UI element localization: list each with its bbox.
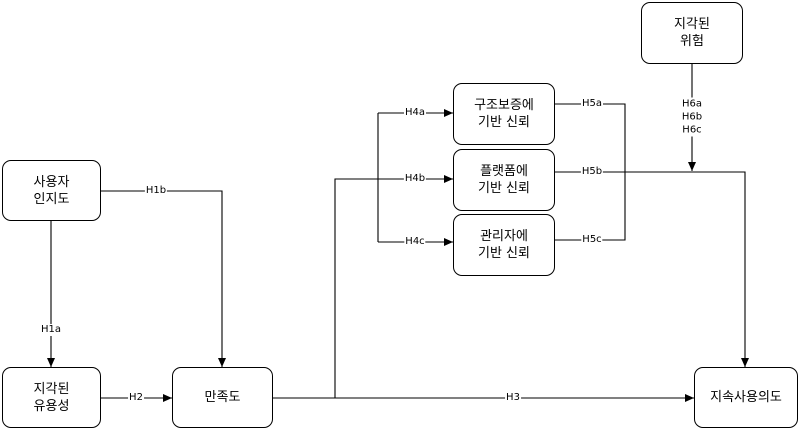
edge-label-h4a: H4a (403, 107, 427, 119)
node-trust-platform-label: 플랫폼에 기반 신뢰 (478, 164, 530, 196)
node-perceived-risk: 지각된 위험 (641, 2, 743, 64)
node-trust-structural-assurance-label: 구조보증에 기반 신뢰 (474, 98, 534, 130)
node-continued-use-intention-label: 지속사용의도 (710, 390, 782, 405)
node-trust-manager-label: 관리자에 기반 신뢰 (478, 229, 530, 261)
edge-h5a (555, 103, 626, 172)
edge-label-h3: H3 (505, 392, 521, 404)
edge-h5b (555, 171, 749, 367)
edge-h4-trunk (334, 178, 378, 398)
node-perceived-usefulness: 지각된 유용성 (2, 367, 101, 428)
node-trust-structural-assurance: 구조보증에 기반 신뢰 (453, 83, 555, 145)
node-user-awareness: 사용자 인지도 (2, 160, 101, 221)
edge-label-h2: H2 (128, 392, 144, 404)
edge-label-h6: H6a H6b H6c (680, 97, 704, 137)
edge-h1b (101, 190, 226, 367)
edge-label-h4c: H4c (404, 236, 426, 248)
edge-h5c (555, 172, 626, 241)
edge-label-h4b: H4b (403, 173, 427, 185)
node-satisfaction-label: 만족도 (204, 390, 241, 405)
edge-label-h1a: H1a (39, 324, 63, 336)
edge-label-h1b: H1b (144, 185, 168, 197)
edge-label-h5c: H5c (581, 234, 603, 246)
node-perceived-usefulness-label: 지각된 유용성 (33, 381, 70, 414)
edge-label-h5b: H5b (580, 166, 604, 178)
node-satisfaction: 만족도 (172, 367, 273, 428)
node-continued-use-intention: 지속사용의도 (694, 367, 798, 428)
node-perceived-risk-label: 지각된 위험 (674, 17, 710, 49)
node-trust-manager: 관리자에 기반 신뢰 (453, 214, 555, 276)
node-user-awareness-label: 사용자 인지도 (33, 174, 70, 207)
edge-label-h5a: H5a (580, 98, 604, 110)
node-trust-platform: 플랫폼에 기반 신뢰 (453, 149, 555, 211)
